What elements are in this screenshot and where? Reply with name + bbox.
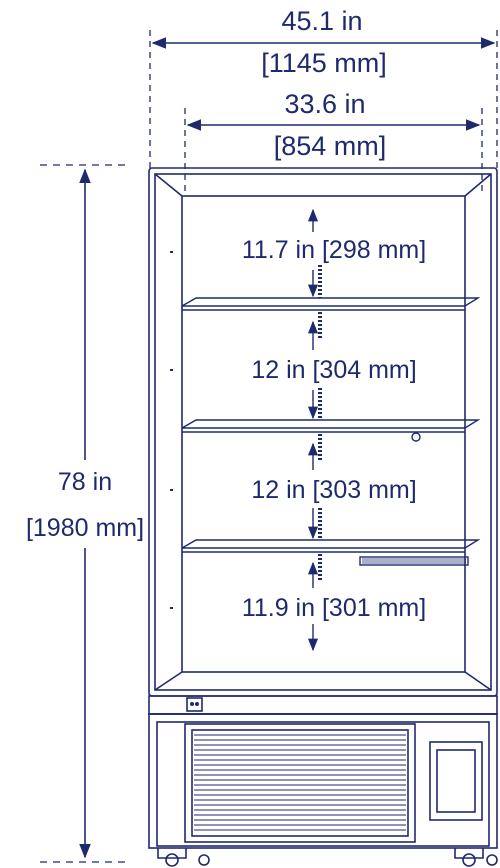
overall-width-dimension bbox=[149, 30, 498, 168]
interior-width-imperial: 33.6 in bbox=[284, 89, 366, 119]
interior-width-dimension bbox=[184, 108, 483, 195]
shelf-spacing-label-2: 12 in [304 mm] bbox=[251, 356, 417, 384]
machine-compartment bbox=[148, 695, 498, 867]
shelf-spacing-label-3: 12 in [303 mm] bbox=[251, 476, 417, 504]
height-dimension bbox=[40, 164, 130, 863]
overall-width-imperial: 45.1 in bbox=[281, 6, 363, 36]
shelf-spacing-label-4: 11.9 in [301 mm] bbox=[241, 594, 427, 622]
height-metric: [1980 mm] bbox=[25, 514, 145, 542]
shelf-spacing-markers bbox=[307, 208, 322, 652]
interior-width-metric: [854 mm] bbox=[273, 131, 387, 161]
shelves bbox=[181, 297, 481, 566]
shelf-spacing-label-1: 11.7 in [298 mm] bbox=[241, 236, 427, 264]
overall-width-metric: [1145 mm] bbox=[261, 48, 387, 78]
height-imperial: 78 in bbox=[57, 468, 113, 496]
